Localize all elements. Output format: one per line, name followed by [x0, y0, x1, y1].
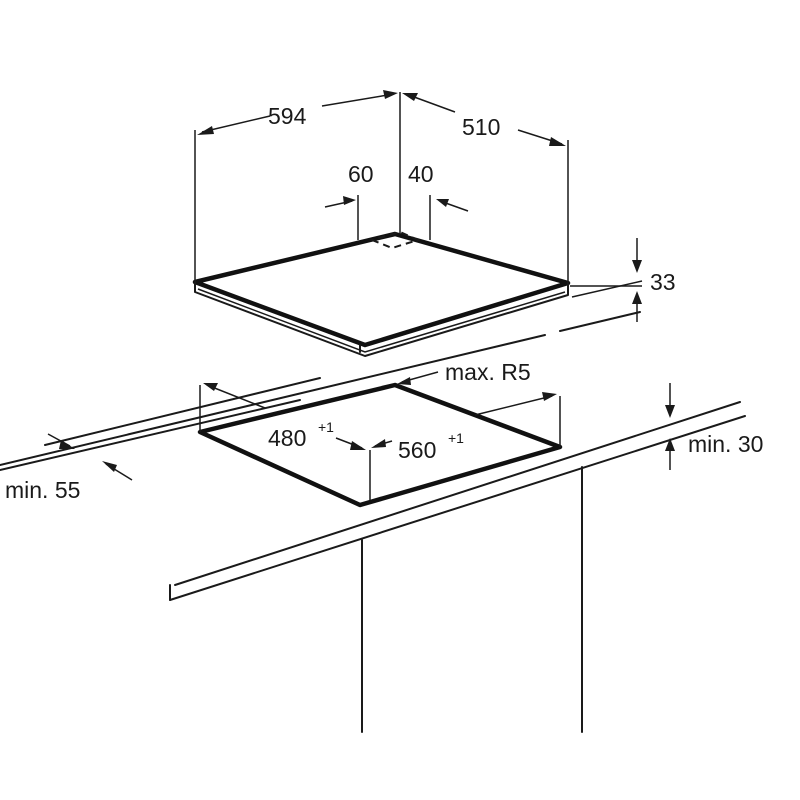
- label-offset-60: 60: [348, 161, 374, 187]
- worktop: [0, 311, 746, 733]
- label-min-30: min. 30: [688, 431, 763, 457]
- label-width-594: 594: [268, 103, 307, 129]
- worktop-front-edge: [174, 401, 741, 586]
- worktop-back-edge: [0, 334, 546, 466]
- dimension-lines-hob: [194, 90, 643, 322]
- hob-top-edge: [192, 231, 571, 348]
- label-cutout-560-tolerance: +1: [448, 430, 464, 446]
- label-cutout-560: 560: [398, 437, 436, 463]
- label-depth-510: 510: [462, 114, 500, 140]
- label-cutout-480: 480: [268, 425, 306, 451]
- cutout: [47, 371, 675, 508]
- label-offset-40: 40: [408, 161, 434, 187]
- hob-thickness: [194, 281, 569, 357]
- label-max-r5: max. R5: [445, 359, 531, 385]
- label-min-55: min. 55: [5, 477, 80, 503]
- hob: [192, 230, 571, 357]
- gas-connection-outline: [368, 230, 421, 250]
- label-cutout-480-tolerance: +1: [318, 419, 334, 435]
- label-height-33: 33: [650, 269, 676, 295]
